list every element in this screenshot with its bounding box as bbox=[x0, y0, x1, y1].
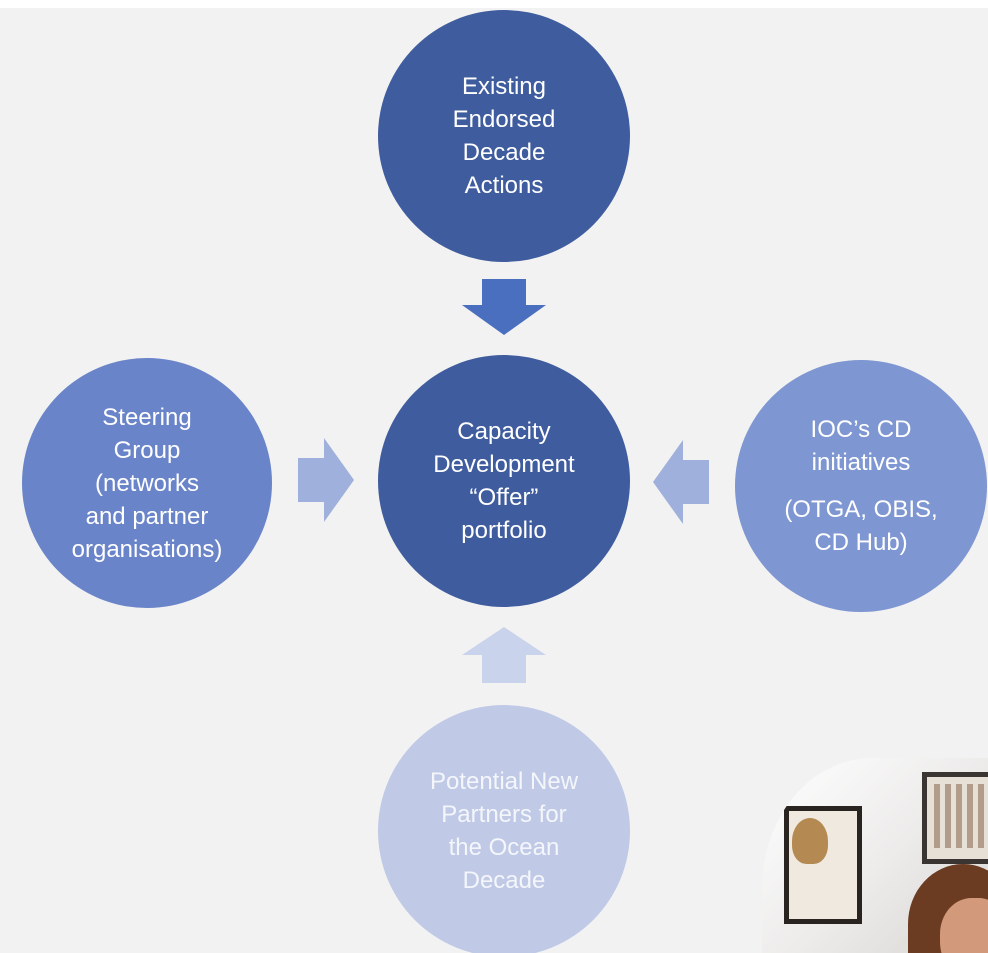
node-potential-new-partners: Potential New Partners for the Ocean Dec… bbox=[378, 705, 630, 953]
shells-illustration bbox=[934, 784, 988, 848]
node-steering-group: Steering Group (networks and partner org… bbox=[22, 358, 272, 608]
arrow-up-shape bbox=[462, 627, 546, 683]
node-label: Capacity Development “Offer” portfolio bbox=[433, 418, 575, 544]
octopus-illustration bbox=[792, 818, 828, 864]
arrow-up bbox=[462, 627, 546, 683]
arrow-left bbox=[653, 440, 709, 524]
node-label: Steering Group (networks and partner org… bbox=[71, 403, 223, 563]
arrow-left-shape bbox=[653, 440, 709, 524]
webcam-overlay bbox=[762, 758, 988, 953]
arrow-right bbox=[298, 438, 354, 522]
picture-frame bbox=[784, 806, 862, 924]
node-existing-endorsed-decade-actions: Existing Endorsed Decade Actions bbox=[378, 10, 630, 262]
node-label: Potential New Partners for the Ocean Dec… bbox=[429, 768, 579, 894]
arrow-down bbox=[462, 279, 546, 335]
arrow-right-shape bbox=[298, 438, 354, 522]
node-label: IOC’s CD initiatives bbox=[810, 416, 912, 476]
node-capacity-development-offer-portfolio: Capacity Development “Offer” portfolio bbox=[378, 355, 630, 607]
node-sublabel: (OTGA, OBIS, CD Hub) bbox=[784, 496, 938, 556]
node-ioc-cd-initiatives: IOC’s CD initiatives (OTGA, OBIS, CD Hub… bbox=[735, 360, 987, 612]
arrow-down-shape bbox=[462, 279, 546, 335]
slide: Existing Endorsed Decade Actions Steerin… bbox=[0, 8, 988, 953]
node-label: Existing Endorsed Decade Actions bbox=[452, 73, 556, 199]
